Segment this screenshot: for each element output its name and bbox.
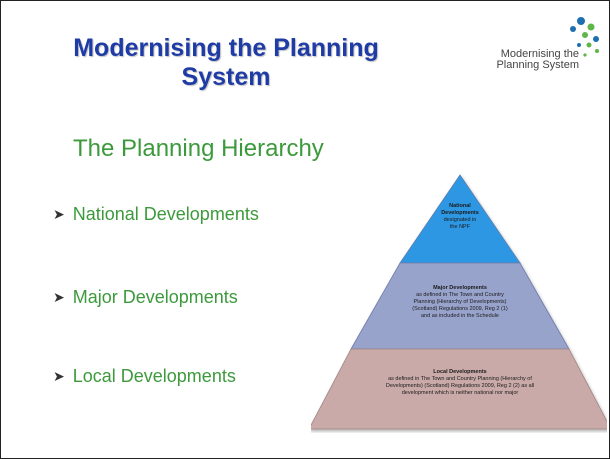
pyramid-graphic	[308, 174, 609, 430]
slide-title: Modernising the Planning System	[41, 34, 411, 92]
national-body-2: the NPF	[449, 224, 471, 230]
logo-text-line-2: Planning System	[496, 59, 579, 71]
slide-title-text: Modernising the Planning System	[73, 34, 379, 91]
national-heading-1: National	[449, 203, 471, 209]
national-heading-2: Developments	[441, 210, 479, 216]
arrow-bullet-icon: ➤	[53, 289, 65, 305]
bullet-major: ➤ Major Developments	[53, 287, 238, 308]
local-line-2: Developments) (Scotland) Regulations 200…	[385, 383, 535, 389]
bullet-local-text: Local Developments	[72, 366, 236, 386]
national-body-1: designated in	[443, 217, 477, 223]
pyramid-local-tier	[308, 348, 609, 430]
logo-dots-icon	[570, 17, 599, 57]
major-heading: Major Developments	[433, 285, 487, 291]
local-line-3: development which is neither national no…	[401, 390, 519, 396]
local-tier-text: Local Developments as defined in The Tow…	[331, 369, 589, 397]
bullet-national: ➤ National Developments	[53, 204, 259, 225]
bullet-local: ➤ Local Developments	[53, 366, 236, 387]
local-heading: Local Developments	[433, 369, 487, 375]
arrow-bullet-icon: ➤	[53, 368, 65, 384]
national-tier-text: National Developments designated in the …	[415, 203, 505, 231]
major-tier-text: Major Developments as defined in The Tow…	[381, 285, 539, 320]
major-line-2: Planning (Hierarchy of Developments)	[413, 299, 507, 305]
major-line-3: (Scotland) Regulations 2009, Reg 2 (1)	[412, 306, 508, 312]
bullet-national-text: National Developments	[72, 204, 259, 224]
bullet-major-text: Major Developments	[72, 287, 238, 307]
major-line-4: and as included in the Schedule	[421, 313, 499, 319]
local-line-1: as defined in The Town and Country Plann…	[388, 376, 532, 382]
subtitle: The Planning Hierarchy	[73, 135, 324, 162]
logo: Modernising the Planning System	[483, 15, 603, 105]
major-line-1: as defined in The Town and Country	[416, 292, 504, 298]
planning-pyramid: National Developments designated in the …	[308, 173, 609, 433]
logo-text-line-1: Modernising the	[500, 48, 579, 60]
arrow-bullet-icon: ➤	[53, 206, 65, 222]
logo-text: Modernising the Planning System	[483, 49, 579, 71]
